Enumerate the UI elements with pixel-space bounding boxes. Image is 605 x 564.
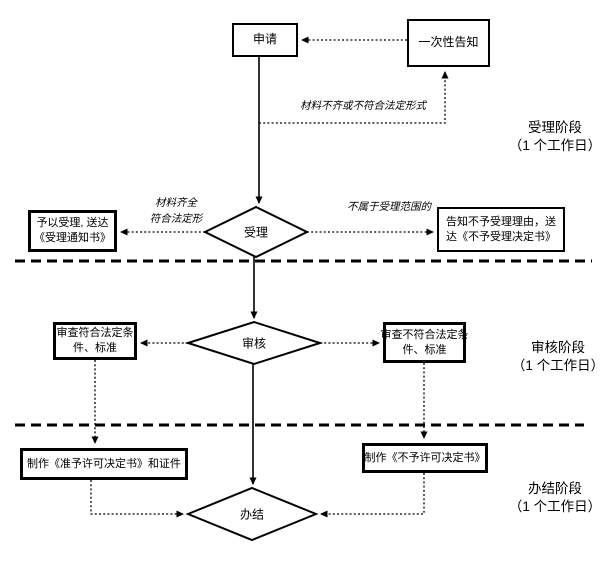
stage-label-review: 审核阶段 （1 个工作日） bbox=[503, 339, 605, 375]
apply-label: 申请 bbox=[252, 32, 277, 47]
edge-label-materials-complete: 材料齐全 符合法定形 bbox=[132, 196, 220, 228]
accept-no-node: 告知不予受理理由，送 达《不予受理决定书》 bbox=[437, 207, 565, 252]
stage-label-accept: 受理阶段 （1 个工作日） bbox=[500, 119, 605, 155]
one-time-notice-node: 一次性告知 bbox=[407, 19, 490, 67]
make-denial-label: 制作《不予许可决定书》 bbox=[364, 451, 486, 464]
apply-node: 申请 bbox=[232, 23, 298, 57]
review-pass-line2: 件、标准 bbox=[73, 342, 117, 354]
edge-incomplete-to-notice bbox=[259, 71, 449, 124]
accept-diamond bbox=[202, 205, 310, 259]
review-diamond-label: 审核 bbox=[241, 336, 267, 351]
edge-label-out-of-scope: 不属于受理范围的 bbox=[347, 201, 431, 213]
stage-label-finish: 办结阶段 （1 个工作日） bbox=[500, 480, 605, 516]
stage-accept-name: 受理阶段 bbox=[528, 120, 582, 135]
stage-finish-name: 办结阶段 bbox=[528, 481, 582, 496]
review-fail-line2: 件、标准 bbox=[402, 343, 447, 356]
materials-complete-line2: 符合法定形 bbox=[149, 212, 203, 225]
make-denial-node: 制作《不予许可决定书》 bbox=[362, 443, 488, 473]
edge-label-materials-incomplete: 材料不齐或不符合法定形式 bbox=[300, 100, 426, 112]
accept-yes-node: 予以受理, 送达 《受理通知书》 bbox=[28, 210, 117, 252]
review-fail-node: 审查不符合法定条 件、标准 bbox=[380, 322, 469, 363]
stage-accept-duration: （1 个工作日） bbox=[508, 138, 602, 154]
finish-diamond bbox=[185, 486, 319, 542]
review-pass-node: 审查符合法定条 件、标准 bbox=[53, 322, 137, 360]
make-permit-label: 制作《准予许可决定书》和证件 bbox=[27, 457, 181, 470]
materials-complete-line1: 材料齐全 bbox=[155, 197, 197, 209]
review-pass-line1: 审查符合法定条 bbox=[56, 327, 134, 340]
stage-review-duration: （1 个工作日） bbox=[511, 358, 605, 374]
accept-yes-line2: 《受理通知书》 bbox=[34, 232, 111, 244]
accept-no-line2: 达《不予受理决定书》 bbox=[446, 230, 556, 243]
stage-finish-duration: （1 个工作日） bbox=[508, 499, 602, 515]
accept-yes-line1: 予以受理, 送达 bbox=[36, 217, 109, 230]
accept-no-line1: 告知不予受理理由，送 bbox=[446, 215, 556, 228]
edge-make-permit-to-finish bbox=[90, 480, 184, 518]
review-diamond bbox=[184, 320, 324, 366]
finish-diamond-label: 办结 bbox=[239, 507, 265, 522]
one-time-notice-label: 一次性告知 bbox=[418, 35, 479, 50]
stage-review-name: 审核阶段 bbox=[531, 340, 585, 355]
make-permit-node: 制作《准予许可决定书》和证件 bbox=[20, 448, 188, 480]
edge-make-denial-to-finish bbox=[320, 473, 425, 518]
review-fail-line1: 审查不符合法定条 bbox=[380, 328, 469, 341]
accept-diamond-label: 受理 bbox=[243, 225, 269, 240]
